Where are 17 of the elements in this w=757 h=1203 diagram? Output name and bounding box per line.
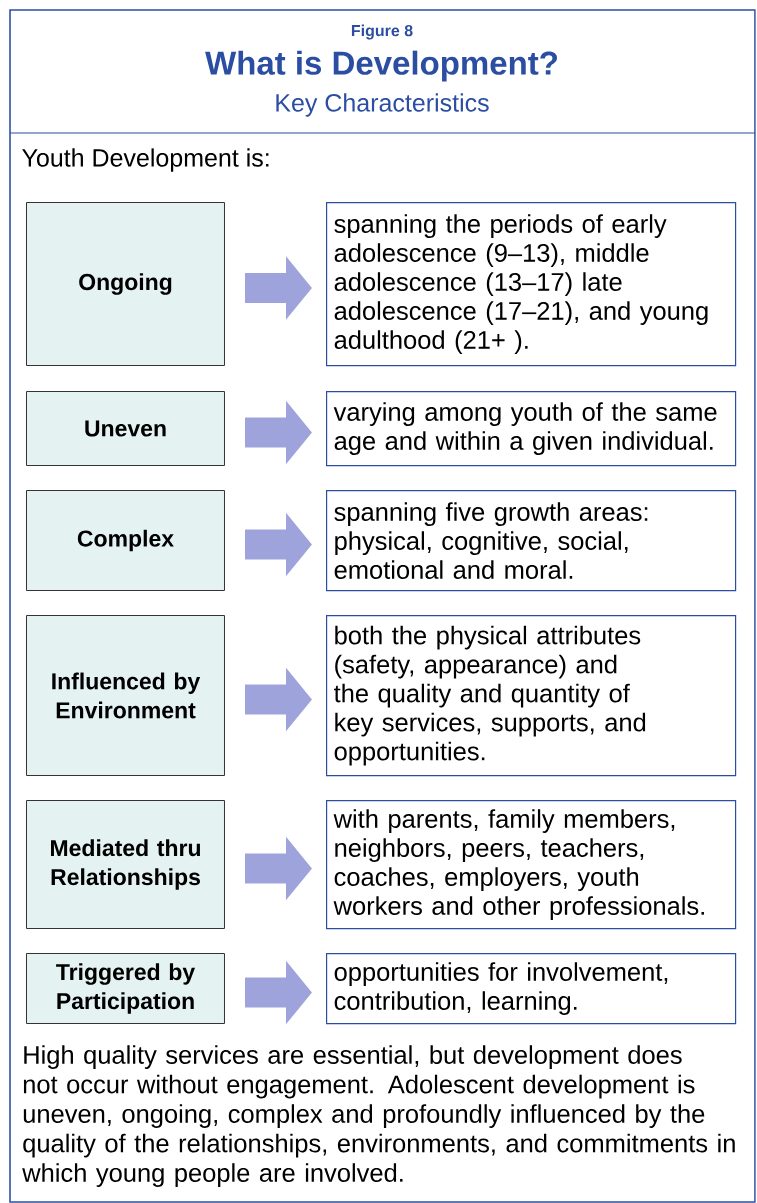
figure-number: Figure 8 [351,24,413,40]
closing-paragraph: High quality services are essential, but development does not occur without engagement. Adolescent development is uneven, ongoing, complex and profoundly influenced by the quality of the relationships, environments, and commitments in which young people are involved. [22,1045,735,1187]
description-box: spanning five growth areas: physical, cognitive, social, emotional and moral. [326,490,737,592]
description-box: varying among youth of the same age and within a given individual. [326,391,737,467]
characteristic-box: Uneven [26,391,225,466]
characteristic-box: Influenced by Environment [26,615,225,776]
characteristic-box: Mediated thru Relationships [26,800,225,929]
characteristic-box: Ongoing [26,202,225,366]
description-box: opportunities for involvement, contribution, learning. [326,953,737,1025]
characteristic-box: Complex [26,490,225,591]
subtitle: Key Characteristics [276,93,489,117]
description-box: both the physical attributes (safety, appearance) and the quality and quantity of key services, supports, and opportunities. [326,615,737,777]
description-box: with parents, family members, neighbors, peers, teachers, coaches, employers, youth workers and other professionals. [326,800,737,930]
characteristic-box: Triggered by Participation [26,953,225,1024]
title: What is Development? [205,50,557,82]
intro-text: Youth Development is: [22,148,269,172]
description-box: spanning the periods of early adolescence (9–13), middle adolescence (13–17) late adolescence (17–21), and young adulthood (21+ ). [326,202,737,367]
